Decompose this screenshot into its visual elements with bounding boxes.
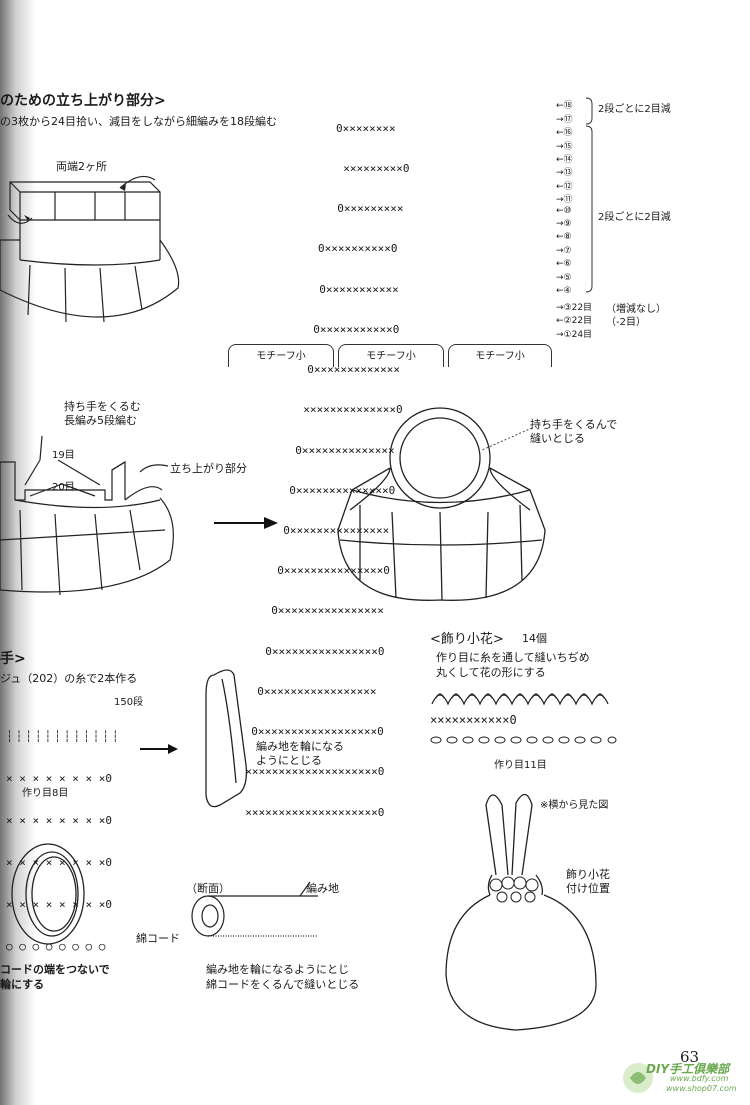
minus-two-note: （-2目） xyxy=(606,317,646,328)
row-label: ←⑥ xyxy=(556,259,572,269)
row-label: ←⑩ xyxy=(556,206,572,216)
ring-note: コードの端をつないで 輪にする xyxy=(0,963,110,991)
section3-heading: 手> xyxy=(0,651,26,667)
chain-11-label: 作り目11目 xyxy=(494,760,547,771)
chain-8-label: 作り目8目 xyxy=(22,788,69,799)
chart-row: 0×××××××× xyxy=(336,121,396,135)
row-label: →⑨ xyxy=(556,219,572,229)
row-label: →③22目 xyxy=(556,303,593,313)
row-label: →⑰ xyxy=(556,115,573,125)
chart-row: 0×××××××××××××××0 xyxy=(264,564,390,578)
row-label: ←④ xyxy=(556,286,572,296)
chart-row: 0×××××××××××××× xyxy=(282,443,395,457)
row-label: →⑦ xyxy=(556,246,572,256)
flower-count: 14個 xyxy=(522,632,547,645)
watermark-url-1: www.bdfy.com xyxy=(670,1074,729,1083)
chart-row: ××××××××××××××××××××0 xyxy=(232,765,385,779)
rising-part-box-illustration xyxy=(0,175,180,323)
page-number: 63 xyxy=(680,1048,700,1066)
arrow-right-icon xyxy=(214,517,278,529)
decrease-note-1: 2段ごとに2目減 xyxy=(598,104,671,115)
row-label: ←⑯ xyxy=(556,128,573,138)
chart-row: 0××××××××× xyxy=(324,202,404,216)
wrap-handle-note: 持ち手をくるむ 長編み5段編む xyxy=(64,400,141,427)
row-label: →①24目 xyxy=(556,330,593,340)
flower-position-label: 飾り小花 付け位置 xyxy=(566,868,610,895)
motif-tab: モチーフ小 xyxy=(338,344,444,367)
stitch-count-20: 20目 xyxy=(52,482,75,493)
row-bracket-lines xyxy=(585,97,593,293)
row-label: →⑬ xyxy=(556,168,573,178)
decrease-note-2: 2段ごとに2目減 xyxy=(598,212,671,223)
cotton-cord-label: 綿コード xyxy=(136,932,180,945)
crochet-chart: 0×××××××× ×××××××××0 0××××××××× 0×××××××… xyxy=(232,95,409,832)
motif-tab: モチーフ小 xyxy=(228,344,334,367)
side-view-bag-illustration xyxy=(445,793,597,1031)
side-view-note: ※横から見た図 xyxy=(540,800,609,811)
flower-description: 作り目に糸を通して縫いちぢめ 丸くして花の形にする xyxy=(436,651,590,679)
chart-row: 0××××××××××××××× xyxy=(270,524,390,537)
section4-heading: <飾り小花> xyxy=(430,632,504,647)
row-label: ←⑫ xyxy=(556,182,573,192)
watermark-logo: DIY手工俱樂部 www.bdfy.com www.shop07.com xyxy=(620,1058,750,1100)
rows-label-150: 150段 xyxy=(114,697,144,708)
chart-row: ×××××××××0 xyxy=(330,162,410,176)
chart-row: 0××××××××××××××××× xyxy=(244,684,377,698)
cord-cross-section-illustration xyxy=(191,881,318,937)
watermark-text: DIY手工俱樂部 xyxy=(646,1062,730,1076)
row-label: →⑮ xyxy=(556,142,573,152)
row-label: ←⑭ xyxy=(556,155,573,165)
no-change-note: （増減なし） xyxy=(606,304,666,315)
handle-crochet-chart: ┆┆┆┆┆┆┆┆┆┆┆┆ × × × × × × × ×0 × × × × × … xyxy=(6,730,122,953)
row-label: →⑤ xyxy=(556,273,572,283)
watermark-icon xyxy=(623,1063,653,1093)
rising-part-label: 立ち上がり部分 xyxy=(170,462,247,475)
flower-crochet-chart: ×××××××××××0 xyxy=(430,693,617,744)
section1-description: の3枚から24目拾い、減目をしながら細編みを18段編む xyxy=(0,115,277,128)
row-label: ←⑱ xyxy=(556,101,573,111)
cross-section-label: （断面） xyxy=(186,882,230,895)
section3-description: ジュ（202）の糸で2本作る xyxy=(0,672,138,685)
motif-tab: モチーフ小 xyxy=(448,344,552,367)
chart-row: 0××××××××××××××××××0 xyxy=(238,725,384,739)
row-label: ←⑧ xyxy=(556,232,572,242)
finished-bag-illustration xyxy=(337,407,546,601)
cord-sew-note: 編み地を輪になるようにとじ 綿コードをくるんで縫いとじる xyxy=(206,963,360,991)
finished-ring-illustration xyxy=(11,843,85,945)
chart-row: 0××××××××××××××0 xyxy=(276,483,396,497)
watermark-url-2: www.shop07.com xyxy=(666,1084,737,1093)
chart-row: 0×××××××××××0 xyxy=(300,322,400,336)
chart-row: 0××××××××××× xyxy=(306,282,399,296)
sew-handle-note: 持ち手をくるんで 縫いとじる xyxy=(530,418,618,445)
chart-row: ××××××××××××××××××××0 xyxy=(232,805,385,819)
bag-with-tabs-illustration xyxy=(0,435,174,596)
loop-close-note: 編み地を輪になる ようにとじる xyxy=(256,740,344,767)
chart-row: 0××××××××××××××××0 xyxy=(252,644,385,658)
leader-line xyxy=(481,427,533,451)
arrow-right-icon xyxy=(140,744,178,754)
chart-row: ××××××××××××××0 xyxy=(290,403,403,417)
chart-row: 0××××××××××0 xyxy=(318,242,398,256)
fabric-label: 編み地 xyxy=(306,882,339,895)
knitted-tube-illustration xyxy=(205,669,248,808)
chart-row: 0×××××××××××××××× xyxy=(258,604,384,618)
row-label: ←②22目 xyxy=(556,316,593,326)
row-label: →⑪ xyxy=(556,195,573,205)
both-ends-label: 両端2ヶ所 xyxy=(56,160,107,173)
section1-heading: のための立ち上がり部分> xyxy=(0,93,166,109)
svg-text:×××××××××××0: ×××××××××××0 xyxy=(430,713,517,727)
stitch-count-19: 19目 xyxy=(52,450,75,461)
